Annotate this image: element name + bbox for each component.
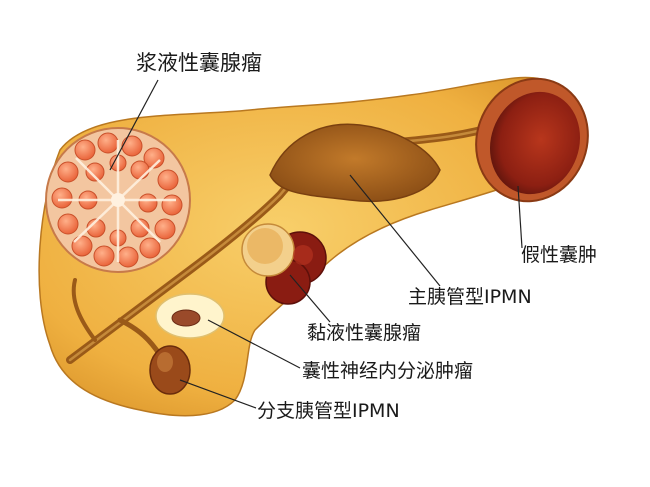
serous-cyst-cells — [51, 132, 183, 268]
label-serous-cystadenoma: 浆液性囊腺瘤 — [136, 51, 262, 75]
neuroendocrine-cyst — [155, 293, 225, 339]
label-cystic-neuroendocrine-tumor: 囊性神经内分泌肿瘤 — [302, 360, 474, 382]
branch-duct-ipmn-lesion — [149, 345, 191, 395]
label-main-duct-ipmn: 主胰管型IPMN — [408, 286, 532, 308]
branch-duct-2 — [71, 278, 97, 342]
leader-lines — [109, 79, 523, 409]
mucinous-cyst — [241, 223, 327, 305]
serous-cyst-scar — [111, 193, 125, 207]
label-branch-duct-ipmn: 分支胰管型IPMN — [257, 400, 400, 422]
main-duct-ipmn-lesion — [269, 123, 441, 202]
serous-cyst-septa — [58, 140, 176, 262]
label-mucinous-cystadenoma: 黏液性囊腺瘤 — [307, 322, 422, 344]
label-pseudocyst: 假性囊肿 — [521, 244, 598, 266]
pseudocyst-inner — [489, 91, 581, 195]
